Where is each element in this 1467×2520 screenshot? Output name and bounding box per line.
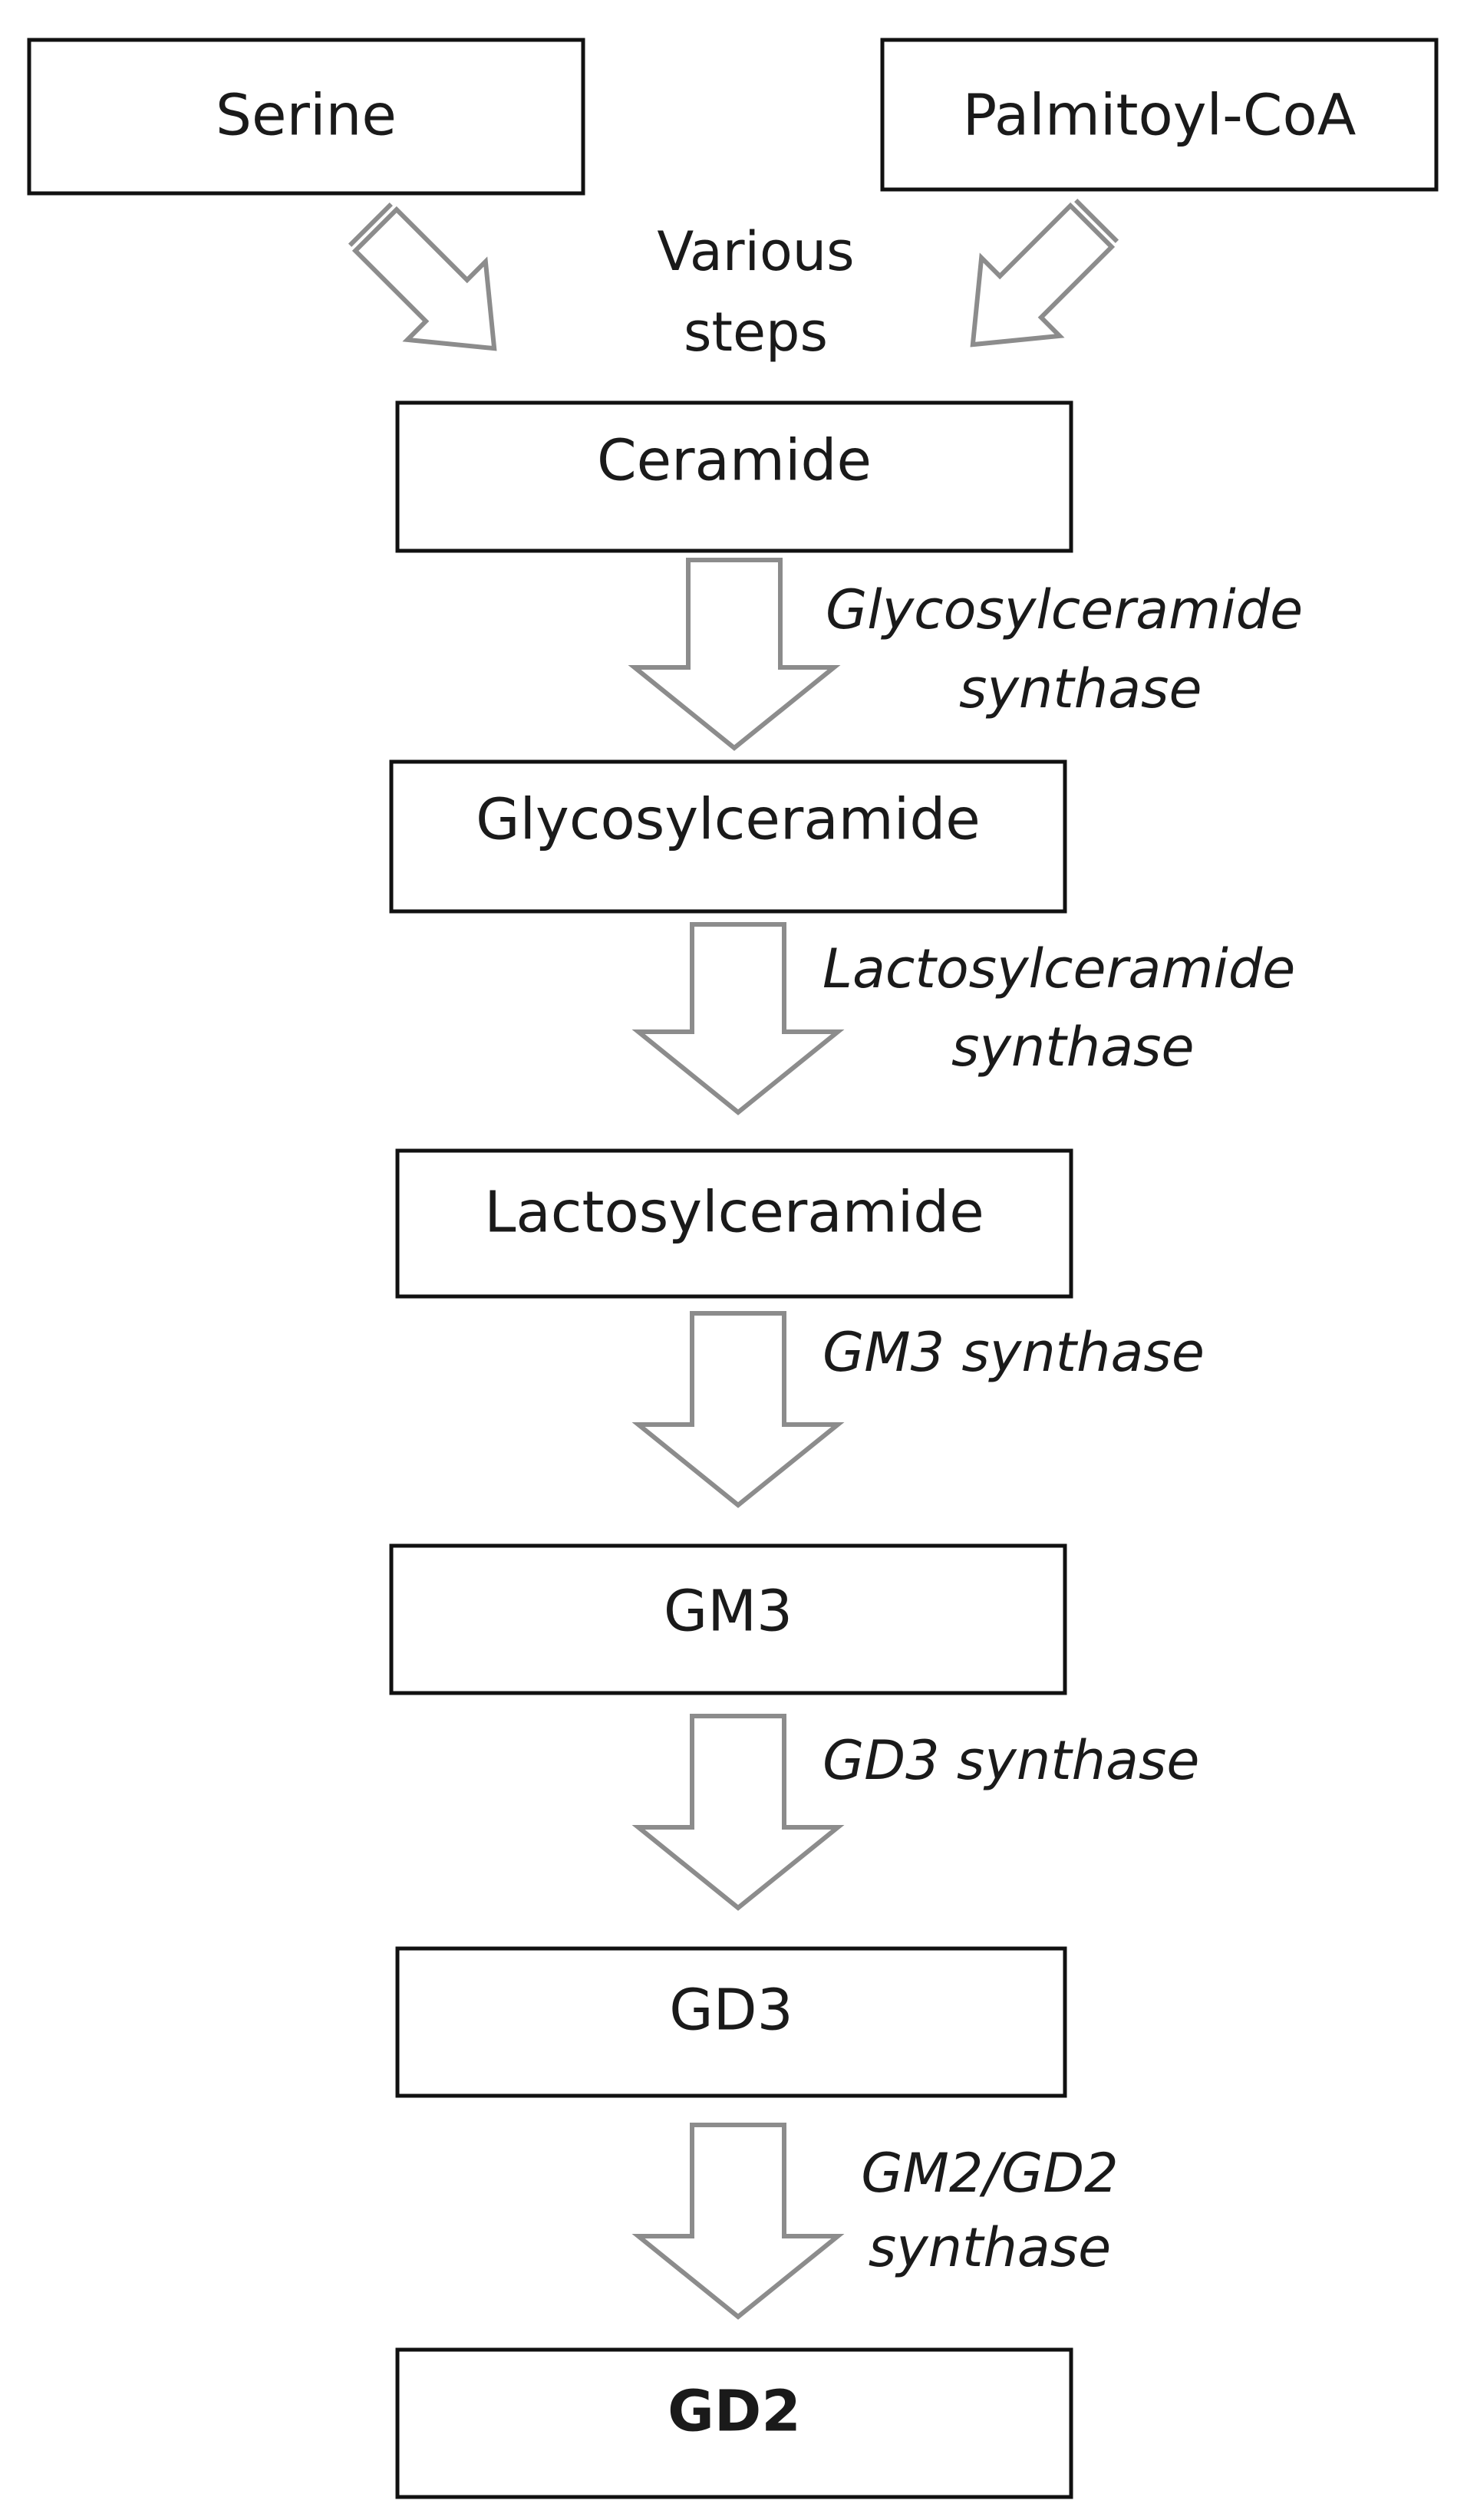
gm2-gd2-synthase-line1: GM2/GD2 xyxy=(861,2142,1118,2205)
palmitoyl-to-ceramide-arrow xyxy=(970,198,1119,348)
gd3-synthase-label: GD3 synthase xyxy=(823,1729,1199,1792)
lactosylceramide-node: Lactosylceramide xyxy=(395,1148,1073,1299)
various-steps-line1: Various xyxy=(657,220,854,283)
gd2-label: GD2 xyxy=(668,2379,801,2445)
gd3-synthase-arrow xyxy=(631,1714,845,1911)
glycosylceramide-synthase-line2: synthase xyxy=(959,657,1202,720)
lactosylceramide-synthase-line2: synthase xyxy=(951,1016,1195,1079)
glycosylceramide-synthase-line1: Glycosylceramide xyxy=(826,578,1303,641)
serine-label: Serine xyxy=(216,83,397,149)
serine-node: Serine xyxy=(27,38,585,196)
gm2-gd2-synthase-line2: synthase xyxy=(869,2216,1112,2279)
lactosylceramide-synthase-line1: Lactosylceramide xyxy=(823,937,1295,1000)
gd3-label: GD3 xyxy=(669,1978,793,2044)
palmitoyl-coa-node: Palmitoyl-CoA xyxy=(880,38,1439,192)
gm3-label: GM3 xyxy=(664,1579,793,1645)
serine-to-ceramide-arrow xyxy=(348,202,497,351)
glycosylceramide-synthase-arrow xyxy=(628,558,841,751)
gm3-synthase-label: GM3 synthase xyxy=(823,1321,1205,1384)
ceramide-label: Ceramide xyxy=(597,428,872,494)
glycosylceramide-label: Glycosylceramide xyxy=(476,787,981,853)
palmitoyl-coa-label: Palmitoyl-CoA xyxy=(963,83,1357,149)
gd2-node: GD2 xyxy=(395,2347,1073,2499)
ceramide-node: Ceramide xyxy=(395,400,1073,553)
lactosylceramide-label: Lactosylceramide xyxy=(484,1180,984,1246)
gm2-gd2-synthase-arrow xyxy=(631,2123,845,2320)
gm3-node: GM3 xyxy=(389,1543,1067,1695)
glycosylceramide-node: Glycosylceramide xyxy=(389,759,1067,914)
various-steps-line2: steps xyxy=(684,301,828,364)
gm3-synthase-arrow xyxy=(631,1311,845,1508)
lactosylceramide-synthase-arrow xyxy=(631,922,845,1115)
gd3-node: GD3 xyxy=(395,1946,1067,2098)
